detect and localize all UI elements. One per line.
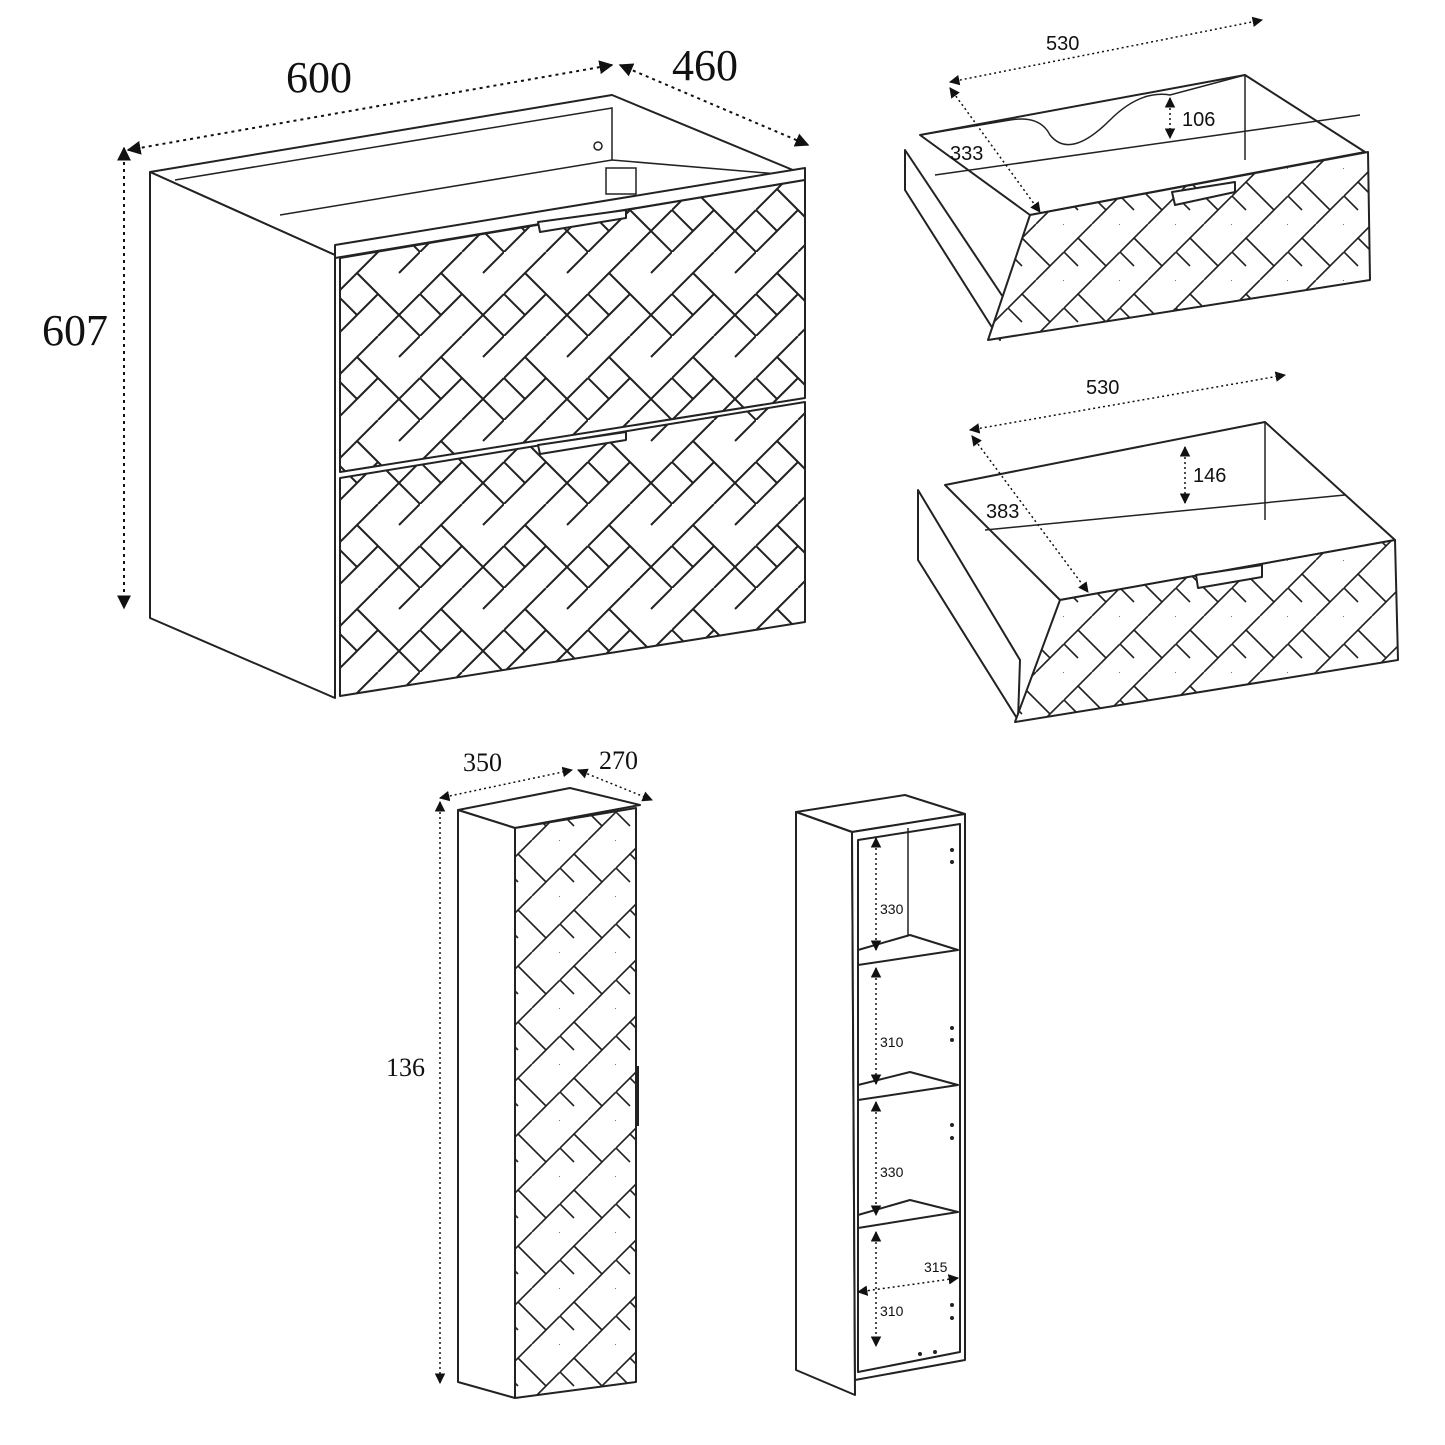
drawer-bottom-height-label: 146 <box>1193 465 1226 487</box>
shelf-3-height-label: 330 <box>880 1164 904 1180</box>
open-cabinet-side <box>795 811 856 1396</box>
vanity-depth-dimension-line <box>618 63 810 147</box>
vanity-height-label: 607 <box>42 306 108 355</box>
drawer-bottom-handle <box>1195 564 1263 589</box>
drawer-bottom-depth-label: 383 <box>986 501 1019 523</box>
tall-cabinet-door <box>514 807 637 1399</box>
drawer-top-front <box>987 151 1371 341</box>
tall-cabinet-width-label: 350 <box>463 748 502 777</box>
drawer-top-width-dimension-line <box>948 16 1264 86</box>
shelf-2 <box>857 1071 959 1101</box>
drawer-top-handle <box>1171 181 1236 206</box>
tall-cabinet-height-label: 136 <box>386 1053 425 1082</box>
vanity-width-dimension-line <box>126 60 614 155</box>
shelf-1 <box>857 934 959 966</box>
drawer-bottom-width-dimension-line <box>968 371 1287 434</box>
drawer-top-height-label: 106 <box>1182 109 1215 131</box>
drawer-bottom <box>917 421 1399 723</box>
tall-cabinet-side <box>457 809 516 1399</box>
vanity-handle-upper <box>537 209 627 233</box>
vanity-side-panel <box>149 171 336 699</box>
drawer-top-depth-dimension-line <box>949 87 1041 213</box>
drawer-top <box>904 74 1371 341</box>
vanity-drawer-front-lower <box>339 401 806 697</box>
shelf-4-height-label: 310 <box>880 1303 904 1319</box>
drawer-top-side <box>904 149 1006 341</box>
tall-cabinet-closed <box>457 787 641 1399</box>
drawer-bottom-front <box>1014 539 1399 723</box>
shelf-2-height-label: 310 <box>880 1034 904 1050</box>
shelf-pin-holes <box>918 848 954 1356</box>
shelf-3 <box>857 1199 959 1229</box>
vanity-drawer-front-upper <box>339 179 806 473</box>
tall-cabinet-depth-label: 270 <box>599 746 638 775</box>
tall-cabinet-depth-dimension-line <box>577 768 653 802</box>
vanity-width-label: 600 <box>286 53 352 102</box>
vanity-handle-lower <box>537 431 627 455</box>
drawer-bottom-width-label: 530 <box>1086 377 1119 399</box>
vanity-unit <box>149 94 806 699</box>
inner-width-dimension-line <box>856 1274 960 1296</box>
inner-width-label: 315 <box>924 1259 948 1275</box>
drawer-top-depth-label: 333 <box>950 143 983 165</box>
shelf-1-height-label: 330 <box>880 901 904 917</box>
drawer-top-width-label: 530 <box>1046 33 1079 55</box>
vanity-depth-label: 460 <box>672 41 738 90</box>
